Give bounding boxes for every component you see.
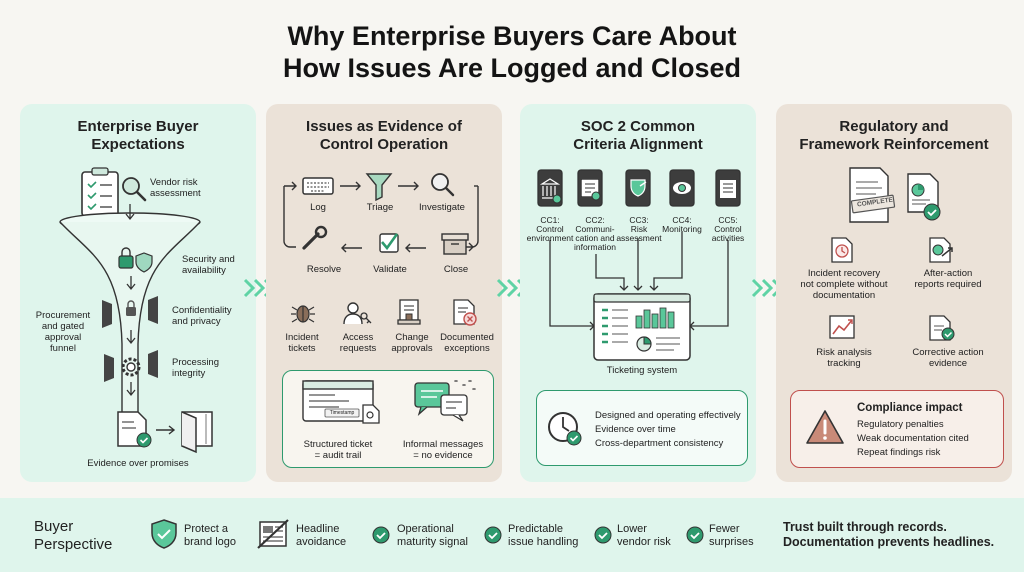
- panel-title-line-1: Enterprise Buyer: [77, 118, 199, 135]
- compliance-impact-title: Compliance impact: [857, 402, 963, 414]
- cycle-step-triage: Triage: [366, 202, 394, 213]
- criteria-flow-diagram: [537, 169, 741, 361]
- corrective-action-icon: [929, 315, 955, 341]
- cycle-step-validate: Validate: [373, 264, 407, 275]
- ticket-timestamp-tag: Timestamp: [329, 410, 355, 416]
- warning-icon: [806, 410, 844, 444]
- structured-ticket-label: Structured ticket= audit trail: [303, 439, 373, 461]
- stamped-document-icon: [849, 167, 941, 223]
- title-line-1: Why Enterprise Buyers Care About: [287, 21, 737, 51]
- chat-bubbles-icon: [414, 380, 476, 422]
- panel-title: Issues as Evidence of Control Operation: [266, 118, 502, 154]
- criteria-cc4: CC4:Monitoring: [662, 215, 702, 234]
- cycle-step-close: Close: [443, 264, 469, 275]
- panel-regulatory-reinforcement: Regulatory and Framework Reinforcement C…: [776, 104, 1012, 482]
- evidence-label: Evidence over promises: [87, 458, 189, 469]
- footer-final-statement: Trust built through records.Documentatio…: [783, 520, 995, 549]
- panel-title-line-1: Issues as Evidence of: [306, 118, 462, 135]
- panel-soc2-criteria: SOC 2 Common Criteria Alignment: [520, 104, 756, 482]
- cycle-step-resolve: Resolve: [306, 264, 342, 275]
- check-circle-icon: [484, 526, 502, 544]
- risk-chart-icon: [829, 315, 855, 339]
- panel-title-line-2: Expectations: [91, 136, 185, 153]
- page-title: Why Enterprise Buyers Care About How Iss…: [0, 20, 1024, 84]
- ticketing-system-label: Ticketing system: [606, 365, 678, 376]
- check-circle-icon: [372, 526, 390, 544]
- incident-clock-icon: [831, 237, 853, 263]
- cycle-step-investigate: Investigate: [419, 202, 465, 213]
- informal-messages-label: Informal messages= no evidence: [402, 439, 484, 461]
- panel-title: Enterprise Buyer Expectations: [20, 118, 256, 154]
- title-line-2: How Issues Are Logged and Closed: [282, 53, 742, 83]
- check-circle-icon: [594, 526, 612, 544]
- panel-title-line-1: Regulatory and: [839, 118, 949, 135]
- panel-title: SOC 2 Common Criteria Alignment: [520, 118, 756, 154]
- shield-check-icon: [151, 519, 177, 549]
- exception-document-icon: [453, 299, 477, 326]
- structured-ticket-icon: [302, 380, 380, 424]
- cycle-step-log: Log: [310, 202, 326, 213]
- newspaper-crossed-icon: [257, 519, 289, 549]
- approval-funnel-icon: [59, 167, 213, 454]
- panel-enterprise-buyer-expectations: Enterprise Buyer Expectations: [20, 104, 256, 482]
- user-key-icon: [343, 302, 372, 325]
- panel-title-line-2: Control Operation: [319, 136, 449, 153]
- panel-title-line-1: SOC 2 Common: [580, 118, 696, 135]
- ticket-comparison-box: Timestamp Structured ticket= audit trail…: [282, 370, 494, 468]
- panel-issues-as-evidence: Issues as Evidence of Control Operation: [266, 104, 502, 482]
- after-action-report-icon: [929, 237, 953, 263]
- panel-title-line-2: Framework Reinforcement: [799, 136, 989, 153]
- panel-title-line-2: Criteria Alignment: [573, 136, 703, 153]
- change-approval-icon: [397, 299, 421, 325]
- panel-title: Regulatory and Framework Reinforcement: [776, 118, 1012, 154]
- check-circle-icon: [686, 526, 704, 544]
- bug-icon: [291, 305, 315, 323]
- clock-check-icon: [548, 412, 582, 446]
- issue-cycle-diagram: [283, 173, 479, 255]
